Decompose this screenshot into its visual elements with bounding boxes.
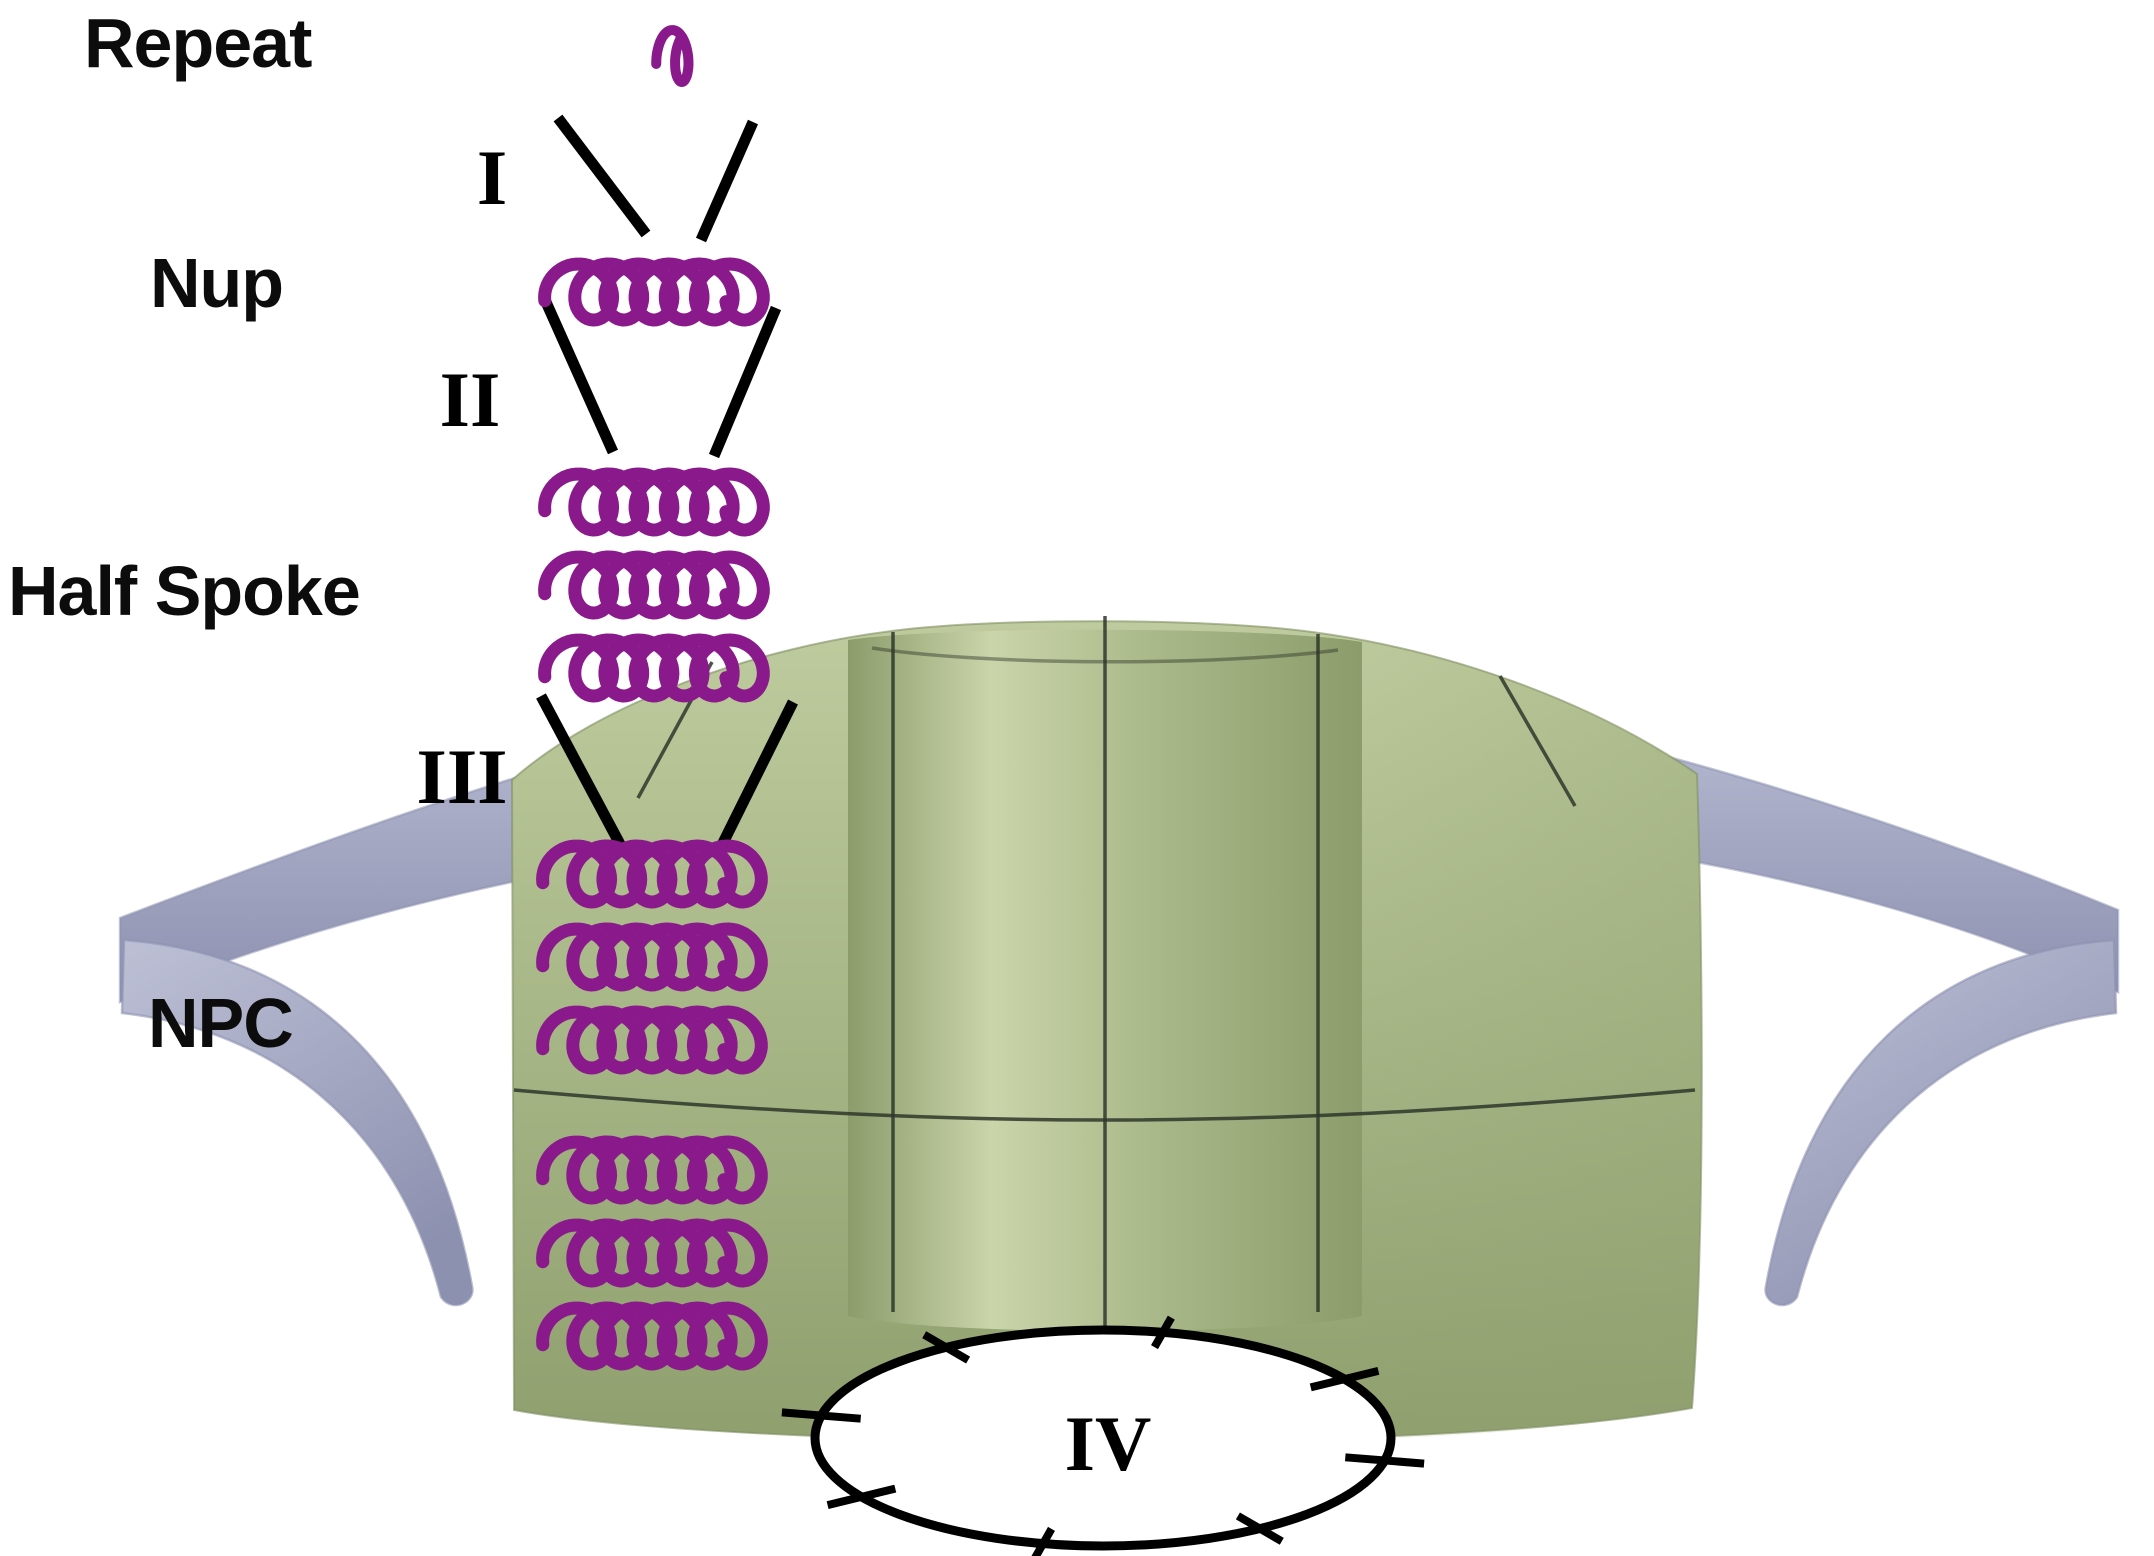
seam-line	[513, 1088, 1696, 1122]
npc-helix-row-upper	[536, 1005, 768, 1075]
assembly-line-iii-right	[714, 699, 798, 854]
half-spoke-helix-row	[538, 550, 770, 620]
nuclear-envelope-right-wing	[1764, 938, 2118, 1307]
helix-coils	[536, 25, 770, 1371]
assembly-lines	[536, 114, 798, 854]
assembly-line-i-right	[695, 119, 759, 243]
nuclear-envelope-left-wing	[120, 938, 474, 1307]
pore-ring-ellipse	[810, 1325, 1396, 1551]
pore-tick	[1309, 1367, 1380, 1392]
stage-numeral-iv: IV	[1064, 1400, 1152, 1487]
stage-numeral-ii: II	[439, 356, 501, 443]
pore-ticks	[781, 1315, 1425, 1556]
assembly-line-i-left	[553, 114, 651, 238]
pore-tick	[922, 1331, 971, 1364]
assembly-line-ii-left	[540, 299, 619, 455]
npc-label: NPC	[148, 984, 294, 1062]
pore-tick	[1031, 1526, 1055, 1556]
seam-line	[1498, 675, 1577, 807]
npc-scaffold-shade	[1320, 632, 1702, 1440]
npc-helix-row-lower	[536, 1301, 768, 1371]
npc-helix-row-lower	[536, 1218, 768, 1288]
repeat-label: Repeat	[84, 4, 312, 82]
stage-numeral-i: I	[476, 134, 508, 221]
assembly-line-ii-right	[708, 305, 782, 459]
pore-tick	[1151, 1315, 1175, 1350]
pore-tick	[781, 1408, 862, 1423]
pore-tick	[826, 1484, 897, 1509]
scaffold-seam-lines	[513, 616, 1696, 1326]
stage-numeral-iii: III	[416, 733, 508, 820]
assembly-line-iii-left	[536, 693, 626, 849]
nup-label: Nup	[150, 244, 284, 322]
npc-helix-row-lower	[536, 1135, 768, 1205]
npc-helix-row-upper	[536, 839, 768, 909]
half-spoke-label: Half Spoke	[8, 552, 361, 630]
pore-tick	[1344, 1453, 1425, 1468]
half-spoke-helix-row	[538, 633, 770, 703]
repeat-helix-monomer	[651, 25, 694, 87]
half-spoke-helix-row	[538, 467, 770, 537]
seam-line	[871, 646, 1339, 664]
npc-helix-row-upper	[536, 922, 768, 992]
nup-helix-row	[538, 257, 770, 327]
pore-tick	[1235, 1512, 1284, 1545]
